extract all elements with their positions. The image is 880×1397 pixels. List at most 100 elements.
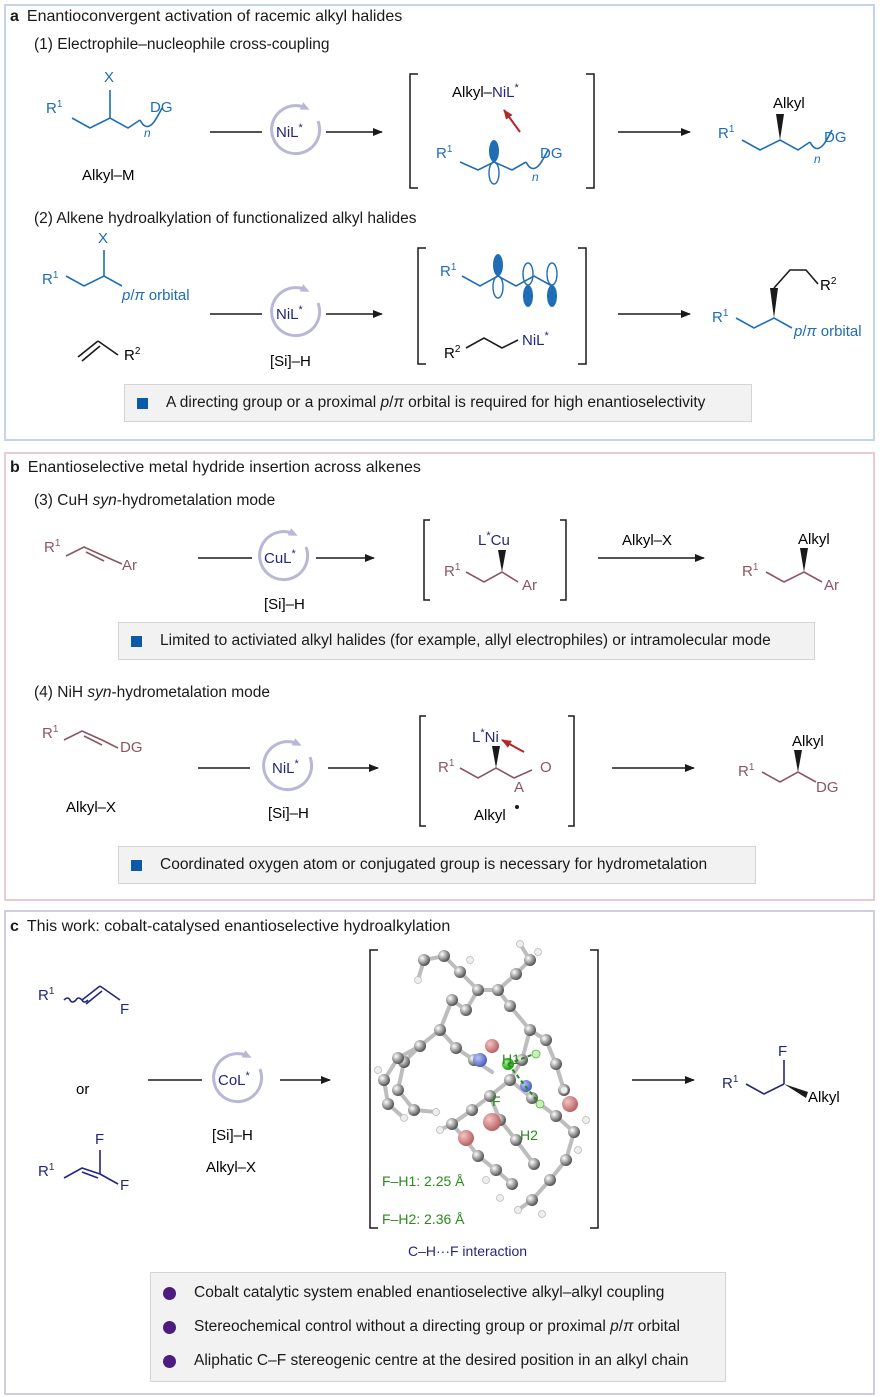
svg-text:R2: R2: [820, 276, 837, 294]
svg-text:R1: R1: [738, 762, 755, 780]
svg-text:DG: DG: [816, 779, 839, 796]
svg-text:Alkyl–NiL*: Alkyl–NiL*: [452, 82, 520, 101]
panel-b-subtitle-3: (3) CuH syn-hydrometalation mode: [34, 492, 276, 509]
svg-text:R1: R1: [44, 538, 61, 556]
svg-text:[Si]–H: [Si]–H: [270, 353, 311, 370]
panel-b-subtitle-4: (4) NiH syn-hydrometalation mode: [34, 684, 271, 701]
svg-text:or: or: [76, 1081, 89, 1098]
svg-text:[Si]–H: [Si]–H: [268, 805, 309, 822]
catalyst-nil: NiL*: [276, 122, 304, 141]
svg-text:DG: DG: [824, 129, 847, 146]
panel-b-note-1: Limited to activiated alkyl halides (for…: [118, 622, 815, 660]
svg-text:Ar: Ar: [122, 557, 137, 574]
svg-text:R1: R1: [42, 724, 59, 742]
x-label: X: [104, 69, 114, 86]
svg-text:F: F: [492, 1093, 501, 1109]
svg-text:Ar: Ar: [824, 577, 839, 594]
svg-text:R1: R1: [712, 308, 729, 326]
bullet-dot-icon: [163, 1354, 176, 1368]
catalyst-cycle-icon: [270, 284, 322, 338]
svg-text:Alkyl: Alkyl: [808, 1089, 840, 1106]
svg-text:Alkyl: Alkyl: [474, 807, 506, 824]
svg-text:CuL*: CuL*: [264, 548, 297, 567]
svg-text:n: n: [814, 152, 821, 166]
svg-text:F: F: [120, 1177, 129, 1194]
alkyl-m-label: Alkyl–M: [82, 167, 135, 184]
svg-text:R1: R1: [444, 562, 461, 580]
svg-text:p/π orbital: p/π orbital: [793, 323, 862, 340]
svg-text:Alkyl: Alkyl: [792, 733, 824, 750]
svg-text:F: F: [120, 1001, 129, 1018]
panel-c-scheme: R1 F or R1 F F CoL* [Si]–H Alkyl–X: [38, 940, 840, 1259]
catalyst-cycle-icon: [258, 528, 310, 582]
svg-text:Alkyl–X: Alkyl–X: [622, 532, 672, 549]
svg-text:A: A: [514, 779, 524, 796]
svg-text:L*Cu: L*Cu: [478, 530, 510, 549]
panel-c-bullets: Cobalt catalytic system enabled enantios…: [150, 1272, 726, 1382]
panel-c: [4, 910, 875, 1395]
svg-text:L*Ni: L*Ni: [472, 727, 499, 746]
svg-text:R2: R2: [124, 346, 141, 364]
svg-text:O: O: [540, 759, 552, 776]
svg-text:DG: DG: [120, 739, 143, 756]
panel-a-scheme-1: R1 X DG n Alkyl–M NiL* Alkyl–NiL* R1 DG …: [46, 69, 847, 189]
r1-label: R1: [46, 99, 63, 117]
svg-text:Alkyl: Alkyl: [798, 531, 830, 548]
dg-label: DG: [150, 99, 173, 116]
svg-text:[Si]–H: [Si]–H: [264, 596, 305, 613]
note-square-icon: [131, 859, 142, 871]
bullet-dot-icon: [163, 1320, 176, 1334]
svg-text:R1: R1: [438, 758, 455, 776]
svg-text:R1: R1: [440, 262, 457, 280]
svg-text:R1: R1: [38, 986, 55, 1004]
bullet-dot-icon: [163, 1286, 176, 1300]
panel-a-note: A directing group or a proximal p/π orbi…: [124, 384, 752, 422]
panel-b-scheme-3: R1 Ar CuL* [Si]–H L*Cu R1 Ar Alkyl–X Alk…: [44, 519, 839, 613]
svg-text:[Si]–H: [Si]–H: [212, 1127, 253, 1144]
catalyst-cycle-icon: [212, 1050, 264, 1104]
svg-text:R1: R1: [742, 562, 759, 580]
catalyst-cycle-icon: [270, 102, 322, 156]
note-square-icon: [131, 635, 142, 647]
svg-text:Alkyl–X: Alkyl–X: [66, 799, 116, 816]
svg-text:F: F: [778, 1043, 787, 1060]
svg-text:X: X: [98, 230, 108, 247]
bullet-item: Stereochemical control without a directi…: [163, 1310, 680, 1344]
note-square-icon: [137, 397, 148, 409]
panel-a: [4, 4, 875, 441]
svg-text:R2: R2: [444, 344, 461, 362]
svg-text:n: n: [144, 126, 151, 140]
interaction-label: C–H···F interaction: [408, 1243, 527, 1259]
svg-text:NiL*: NiL*: [276, 304, 304, 323]
svg-text:DG: DG: [540, 145, 563, 162]
svg-text:R1: R1: [42, 270, 59, 288]
svg-text:Alkyl–X: Alkyl–X: [206, 1159, 256, 1176]
panel-a-subtitle-2: (2) Alkene hydroalkylation of functional…: [34, 210, 417, 227]
svg-text:R1: R1: [38, 1162, 55, 1180]
svg-text:p/π orbital: p/π orbital: [121, 287, 190, 304]
catalyst-cycle-icon: [262, 738, 314, 792]
svg-text:H1: H1: [502, 1051, 520, 1067]
transition-state-model: H1 F H2: [374, 940, 590, 1218]
panel-a-scheme-2: R1 X p/π orbital R2 NiL* [Si]–H R1 R2 Ni…: [42, 230, 862, 370]
bullet-item: Cobalt catalytic system enabled enantios…: [163, 1276, 664, 1310]
bullet-item: Aliphatic C–F stereogenic centre at the …: [163, 1344, 689, 1378]
svg-text:NiL*: NiL*: [272, 758, 300, 777]
svg-text:R1: R1: [718, 124, 735, 142]
panel-a-subtitle-1: (1) Electrophile–nucleophile cross-coupl…: [34, 36, 330, 53]
fh1-distance: F–H1: 2.25 Å: [382, 1173, 465, 1189]
svg-text:H2: H2: [520, 1127, 538, 1143]
fh2-distance: F–H2: 2.36 Å: [382, 1211, 465, 1227]
alkyl-label: Alkyl: [773, 95, 805, 112]
svg-text:F: F: [95, 1131, 104, 1148]
svg-text:n: n: [532, 170, 539, 184]
panel-b: [4, 452, 875, 901]
panel-b-scheme-4: R1 DG Alkyl–X NiL* [Si]–H L*Ni R1 A O Al…: [42, 715, 839, 827]
svg-text:R1: R1: [436, 144, 453, 162]
svg-text:R1: R1: [722, 1074, 739, 1092]
svg-text:CoL*: CoL*: [218, 1070, 251, 1089]
